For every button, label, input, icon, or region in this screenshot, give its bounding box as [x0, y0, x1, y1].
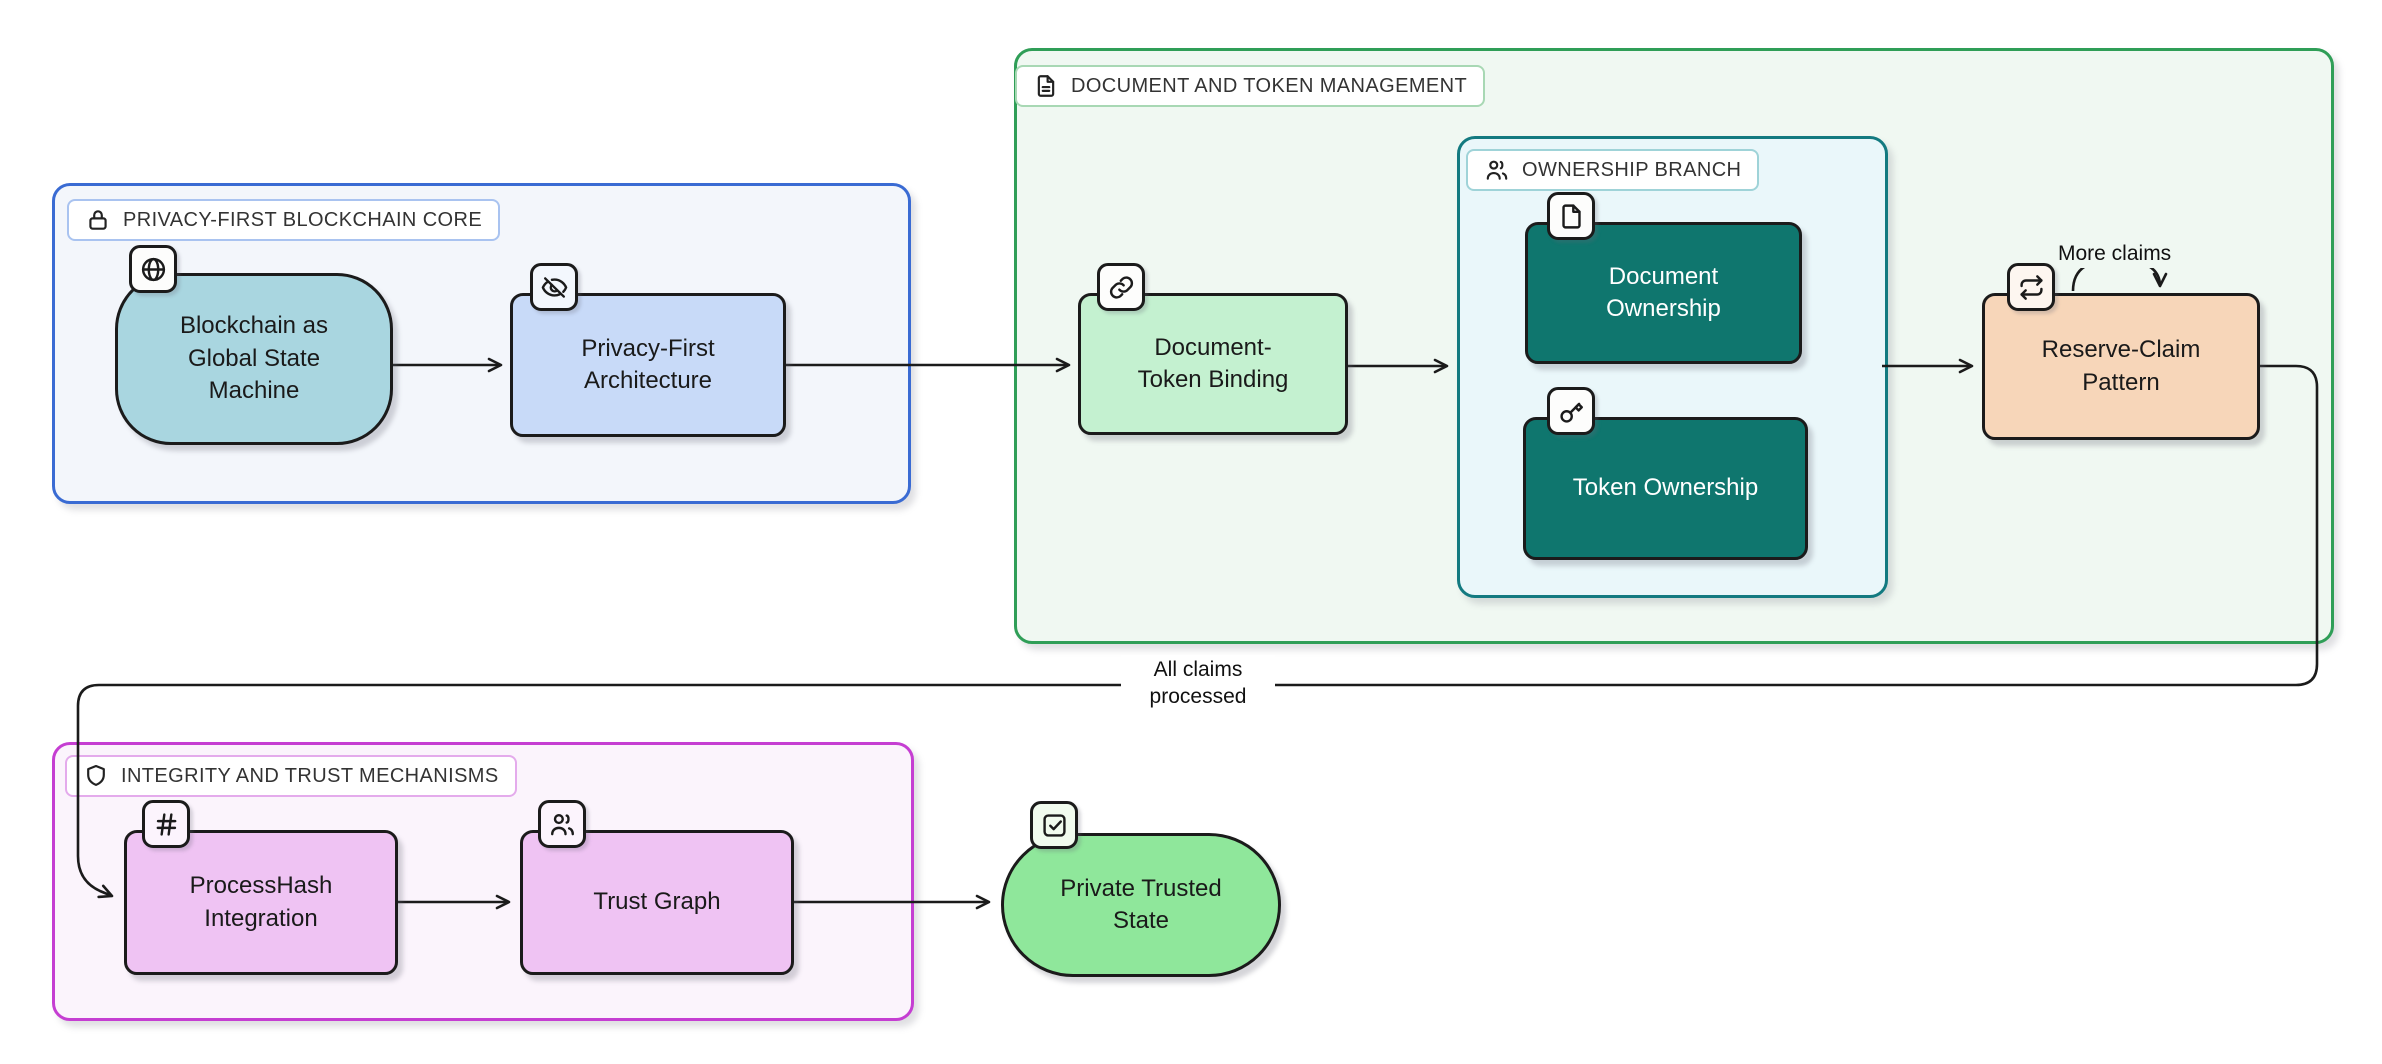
node-private-trusted-state[interactable]: Private Trusted State — [1001, 833, 1281, 977]
node-document-ownership[interactable]: Document Ownership — [1525, 222, 1802, 364]
check-square-icon — [1030, 801, 1078, 849]
node-label: ProcessHash Integration — [189, 872, 333, 932]
file-icon — [1547, 192, 1595, 240]
eye-off-icon — [530, 263, 578, 311]
node-label: Reserve-Claim Pattern — [2041, 336, 2201, 396]
node-reserve-claim-pattern[interactable]: Reserve-Claim Pattern — [1982, 293, 2260, 440]
group-header-label: INTEGRITY AND TRUST MECHANISMS — [121, 764, 499, 787]
node-label: Token Ownership — [1572, 474, 1759, 502]
node-label: Trust Graph — [593, 888, 721, 916]
node-label: Privacy-First Architecture — [581, 334, 715, 394]
repeat-icon — [2007, 263, 2055, 311]
node-privacy-first-architecture[interactable]: Privacy-First Architecture — [510, 293, 786, 437]
globe-icon — [129, 245, 177, 293]
document-icon — [1033, 73, 1059, 99]
shield-icon — [83, 763, 109, 789]
node-processhash-integration[interactable]: ProcessHash Integration — [124, 830, 398, 975]
node-label: Document-Token Binding — [1137, 333, 1289, 393]
group-header-ownership-branch: OWNERSHIP BRANCH — [1466, 149, 1760, 191]
node-label: Blockchain as Global State Machine — [179, 312, 329, 405]
group-header-label: PRIVACY-FIRST BLOCKCHAIN CORE — [123, 208, 483, 231]
users-icon — [538, 800, 586, 848]
key-icon — [1547, 387, 1595, 435]
group-header-label: OWNERSHIP BRANCH — [1522, 158, 1742, 181]
node-label: Document Ownership — [1606, 262, 1721, 322]
edge-label-more-claims: More claims — [2050, 239, 2180, 269]
group-header-label: DOCUMENT AND TOKEN MANAGEMENT — [1071, 74, 1468, 97]
group-header-integrity-trust: INTEGRITY AND TRUST MECHANISMS — [65, 755, 517, 797]
node-blockchain-global-state-machine[interactable]: Blockchain as Global State Machine — [115, 273, 393, 445]
hash-icon — [142, 800, 190, 848]
node-document-token-binding[interactable]: Document-Token Binding — [1078, 293, 1348, 435]
node-token-ownership[interactable]: Token Ownership — [1523, 417, 1808, 560]
users-icon — [1484, 157, 1510, 183]
node-label: Private Trusted State — [1060, 874, 1222, 934]
group-header-doc-token-mgmt: DOCUMENT AND TOKEN MANAGEMENT — [1015, 65, 1486, 107]
link-icon — [1097, 263, 1145, 311]
group-header-privacy-core: PRIVACY-FIRST BLOCKCHAIN CORE — [67, 199, 501, 241]
lock-icon — [85, 207, 111, 233]
edge-label-all-claims-processed: All claims processed — [1121, 655, 1275, 712]
node-trust-graph[interactable]: Trust Graph — [520, 830, 794, 975]
